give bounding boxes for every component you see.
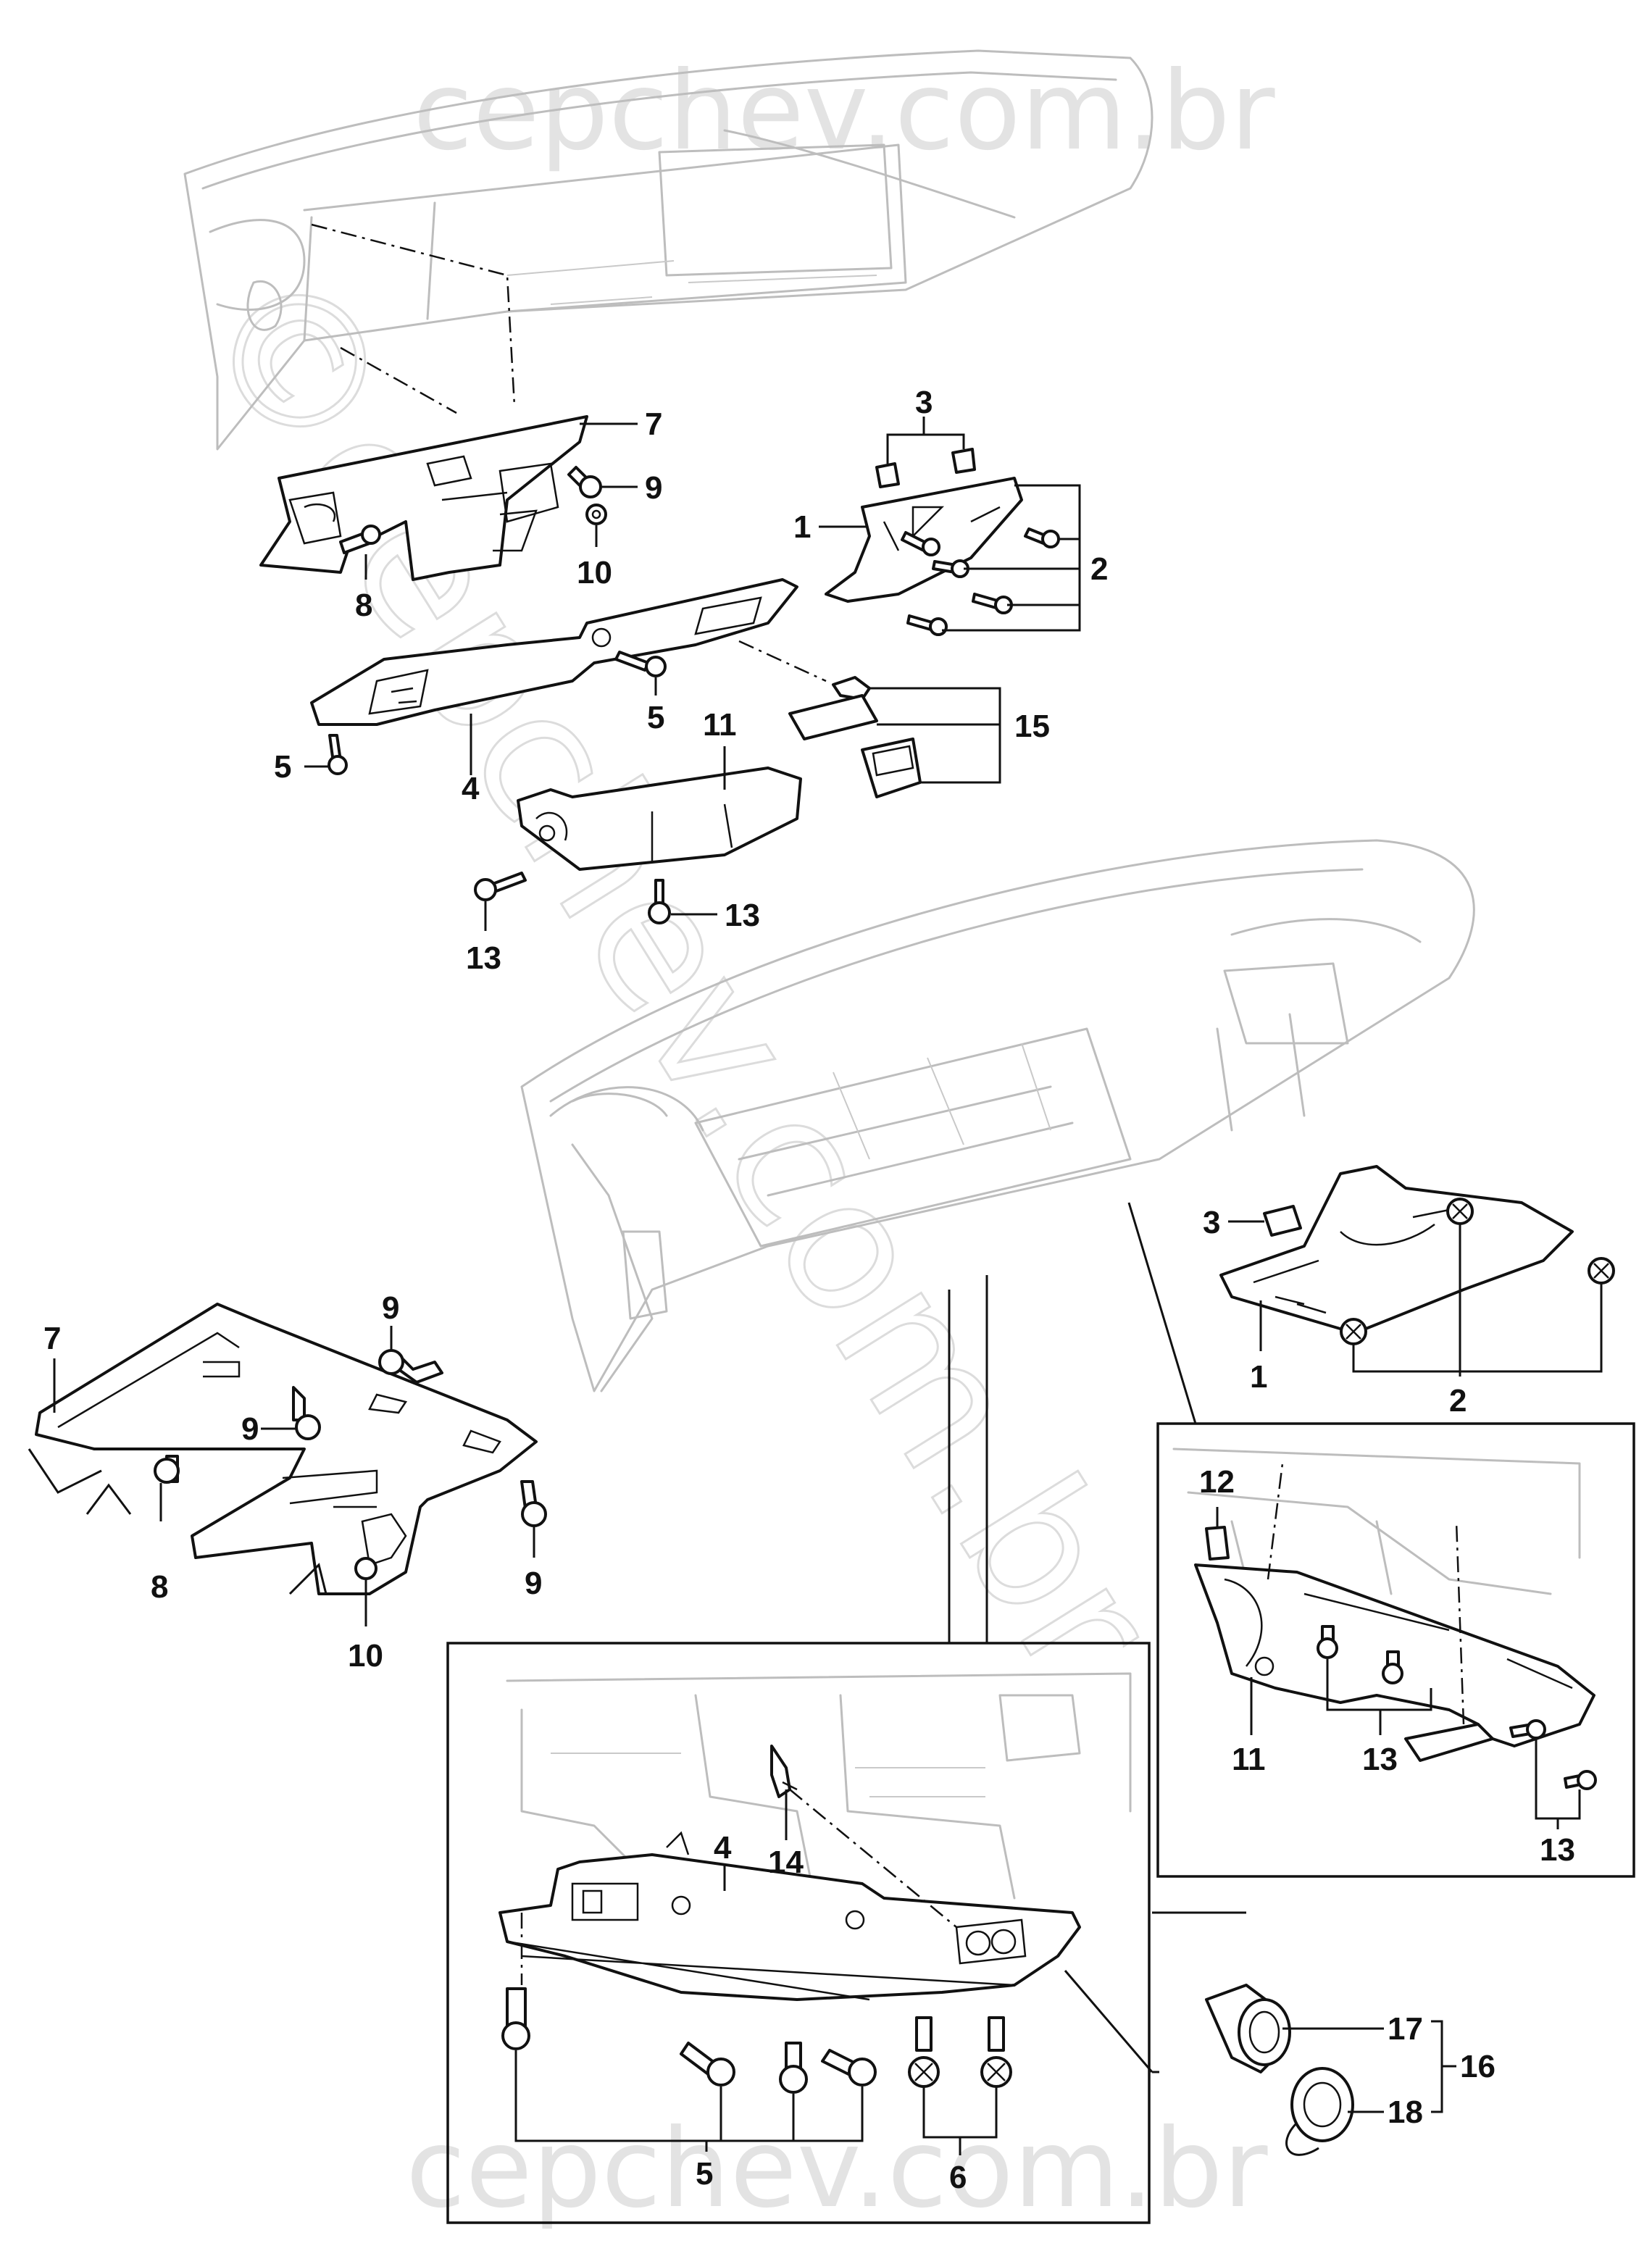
bracket-2-middle <box>1352 1224 1603 1377</box>
screw-8-upper <box>339 525 381 554</box>
inset-box-right <box>1156 1422 1635 1878</box>
bracket-3-upper <box>886 417 965 464</box>
part-7-upper <box>259 415 588 581</box>
dashboard-ghost-middle <box>520 839 1475 1392</box>
label-13-inset-b: 13 <box>1540 1832 1575 1868</box>
label-5-inset: 5 <box>696 2156 713 2192</box>
label-18: 18 <box>1388 2094 1423 2130</box>
label-13-upper-b: 13 <box>725 898 760 933</box>
leader-lighter <box>1064 1911 1246 2073</box>
lighter-socket-17 <box>1205 1984 1291 2073</box>
label-3-middle: 3 <box>1203 1205 1220 1240</box>
screws-2-middle <box>1340 1198 1615 1345</box>
label-11-inset: 11 <box>1232 1742 1266 1777</box>
clip-14 <box>770 1745 798 1798</box>
part-4-inset <box>498 1831 1081 2001</box>
screw-9-left-b <box>292 1386 321 1440</box>
dash-line-upper-1 <box>311 223 516 406</box>
label-17: 17 <box>1388 2011 1423 2047</box>
label-9-left-b: 9 <box>241 1411 259 1447</box>
label-8-upper: 8 <box>355 588 372 623</box>
bracket-2-upper <box>942 484 1081 632</box>
label-6-inset: 6 <box>949 2160 967 2195</box>
dash-line-14 <box>789 1789 957 1928</box>
clip-3-upper-b <box>951 448 976 474</box>
part-7-left <box>35 1303 538 1595</box>
screw-9-left-c <box>520 1480 547 1527</box>
label-12-inset: 12 <box>1199 1464 1235 1500</box>
leader-inset-right <box>1127 1202 1197 1424</box>
screws-5-inset <box>501 1987 877 2094</box>
bracket-15 <box>869 687 1001 784</box>
screws-2-upper <box>901 527 1060 636</box>
label-14: 14 <box>768 1845 804 1880</box>
screw-9-upper <box>567 466 602 498</box>
part-11-upper <box>517 767 802 871</box>
label-3-upper: 3 <box>915 385 933 420</box>
screws-13-inset <box>1317 1625 1597 1790</box>
bracket-5-inset <box>514 2050 864 2152</box>
bracket-6-inset <box>922 2087 998 2155</box>
leader-inset-lower <box>948 1275 988 1643</box>
label-7-upper: 7 <box>645 406 662 442</box>
lighter-plug-18 <box>1285 2067 1354 2156</box>
screw-13-upper-a <box>474 872 527 901</box>
label-2-middle: 2 <box>1449 1383 1467 1419</box>
label-2-upper: 2 <box>1090 551 1108 587</box>
bracket-16 <box>1431 2020 1456 2113</box>
nut-10-upper <box>585 504 607 525</box>
part-1-upper <box>825 477 1023 603</box>
label-15: 15 <box>1014 709 1050 744</box>
dash-line-inset-right <box>1267 1463 1465 1725</box>
screw-5-upper-b <box>328 734 348 775</box>
label-4-inset: 4 <box>714 1830 732 1866</box>
clip-3-upper-a <box>875 462 900 488</box>
label-11-upper: 11 <box>703 707 737 743</box>
part-1-middle <box>1219 1165 1574 1334</box>
label-10-upper: 10 <box>577 555 612 590</box>
label-9-left-c: 9 <box>525 1566 542 1601</box>
part-15-group <box>788 676 922 798</box>
inset-box-lower <box>446 1642 1151 2224</box>
arrows-7-left <box>28 1448 328 1595</box>
clip-3-middle <box>1263 1205 1302 1237</box>
watermark-top: cepchev.com.br <box>413 49 1275 175</box>
clip-12-inset <box>1205 1526 1230 1561</box>
label-4-upper: 4 <box>462 771 480 806</box>
label-13-upper-a: 13 <box>466 940 501 976</box>
part-4-upper <box>310 578 798 726</box>
label-16: 16 <box>1460 2049 1495 2084</box>
screw-5-upper-a <box>614 651 667 677</box>
label-9-upper: 9 <box>645 470 662 506</box>
label-1-middle: 1 <box>1250 1359 1267 1395</box>
bracket-13-inset-b <box>1535 1739 1581 1829</box>
dashboard-ghost-inset <box>506 1672 1132 1900</box>
screw-9-left-a <box>378 1349 443 1384</box>
nut-10-left <box>354 1557 377 1580</box>
screws-6-inset <box>908 2016 1012 2088</box>
bracket-13-inset-a <box>1326 1659 1432 1735</box>
label-1-upper: 1 <box>793 509 811 545</box>
label-7-left: 7 <box>43 1321 61 1356</box>
label-9-left-a: 9 <box>382 1290 399 1326</box>
dash-line-15 <box>738 640 827 682</box>
label-8-left: 8 <box>151 1569 168 1605</box>
dashboard-ghost-top <box>183 49 1154 451</box>
label-10-left: 10 <box>348 1638 383 1674</box>
label-13-inset-a: 13 <box>1362 1742 1398 1777</box>
label-5-upper-a: 5 <box>647 700 664 735</box>
watermark-bottom: cepchev.com.br <box>406 2106 1268 2232</box>
screw-13-upper-b <box>648 879 671 924</box>
screw-8-left <box>154 1455 180 1484</box>
dash-line-upper-2 <box>340 346 457 414</box>
label-5-upper-b: 5 <box>274 749 291 785</box>
